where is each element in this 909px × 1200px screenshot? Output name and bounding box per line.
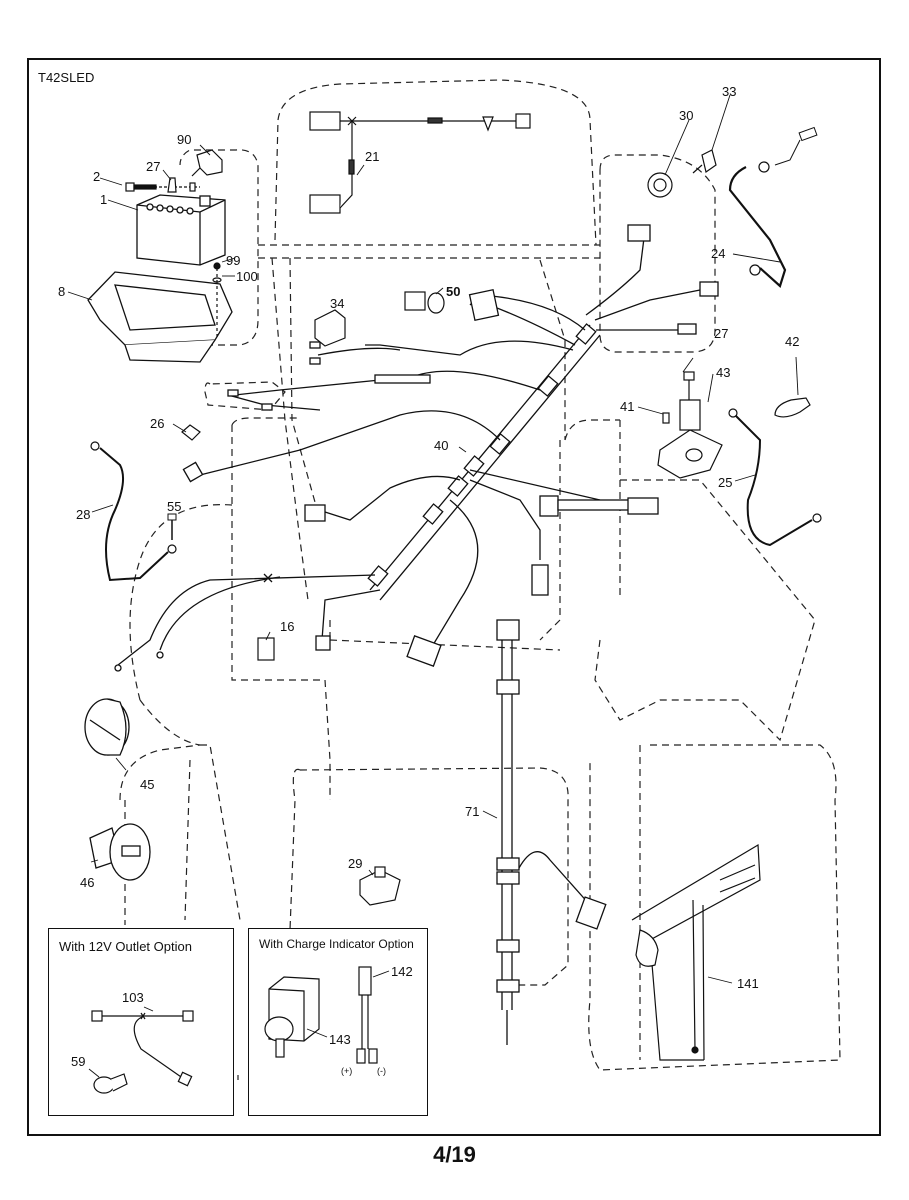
hour-meter-part-46[interactable]: [89, 823, 151, 881]
part-label[interactable]: 45: [140, 777, 155, 792]
part-label[interactable]: 24: [711, 246, 726, 261]
part-label[interactable]: 40: [434, 438, 449, 453]
part-label[interactable]: 71: [465, 804, 480, 819]
part-label[interactable]: 8: [58, 284, 66, 299]
charge-indicator-illustration: [264, 966, 390, 1064]
ignition-parts[interactable]: [647, 149, 717, 198]
pedal-rod-part-141[interactable]: [631, 843, 761, 1061]
battery-part-1[interactable]: [136, 194, 226, 266]
part-label[interactable]: 25: [718, 475, 733, 490]
part-label[interactable]: 30: [679, 108, 694, 123]
cable-part-28[interactable]: [90, 441, 177, 582]
part-label[interactable]: 26: [150, 416, 165, 431]
part-label[interactable]: 43: [716, 365, 731, 380]
part-label[interactable]: 34: [330, 296, 345, 311]
battery-tray-part-8[interactable]: [87, 271, 233, 363]
harness-part-71[interactable]: [496, 619, 607, 1045]
part-label[interactable]: 103: [122, 990, 144, 1005]
part-label[interactable]: 1: [100, 192, 108, 207]
part-label[interactable]: 41: [620, 399, 635, 414]
relay-part-16[interactable]: [257, 637, 275, 661]
option-box-12v-outlet: With 12V Outlet Option 103 59: [48, 928, 234, 1116]
part-label[interactable]: 27: [146, 159, 161, 174]
switch-parts[interactable]: [314, 291, 445, 347]
part-label[interactable]: 2: [93, 169, 101, 184]
part-label[interactable]: 100: [236, 269, 258, 284]
plus-terminal-label: (+): [341, 1066, 353, 1076]
part-label[interactable]: 143: [329, 1032, 351, 1047]
fuse-part-26[interactable]: [181, 424, 201, 441]
harness-part-21[interactable]: [309, 111, 531, 214]
part-label[interactable]: 55: [167, 499, 182, 514]
part-label[interactable]: 99: [226, 253, 241, 268]
part-label[interactable]: 29: [348, 856, 363, 871]
leader-lines: [67, 94, 799, 984]
diagram-frame: [27, 58, 881, 1136]
switch-part-29[interactable]: [359, 866, 401, 906]
main-harness-part-40[interactable]: [114, 224, 719, 672]
option-box-title: With Charge Indicator Option: [259, 937, 414, 951]
option-box-title: With 12V Outlet Option: [59, 939, 192, 954]
part-label[interactable]: 27: [714, 326, 729, 341]
option-box-charge-indicator: With Charge Indicator Option 142 143 (+)…: [248, 928, 428, 1116]
part-label[interactable]: 33: [722, 84, 737, 99]
minus-terminal-label: (-): [377, 1066, 386, 1076]
part-label[interactable]: 28: [76, 507, 91, 522]
part-label[interactable]: 42: [785, 334, 800, 349]
outlet-harness-illustration: [88, 1006, 194, 1094]
battery-hardware[interactable]: [125, 149, 223, 340]
part-label[interactable]: 59: [71, 1054, 86, 1069]
model-code: T42SLED: [38, 70, 95, 85]
solenoid-part-43[interactable]: [657, 371, 811, 479]
part-label[interactable]: 141: [737, 976, 759, 991]
part-label[interactable]: 90: [177, 132, 192, 147]
part-label[interactable]: 21: [365, 149, 380, 164]
part-label[interactable]: 46: [80, 875, 95, 890]
part-label[interactable]: 16: [280, 619, 295, 634]
part-label[interactable]: 142: [391, 964, 413, 979]
page-number: 4/19: [433, 1142, 476, 1167]
cable-part-25[interactable]: [728, 408, 822, 547]
part-label[interactable]: 50: [446, 284, 461, 299]
cable-part-24[interactable]: [728, 126, 818, 288]
gauge-part-45[interactable]: [84, 698, 130, 756]
